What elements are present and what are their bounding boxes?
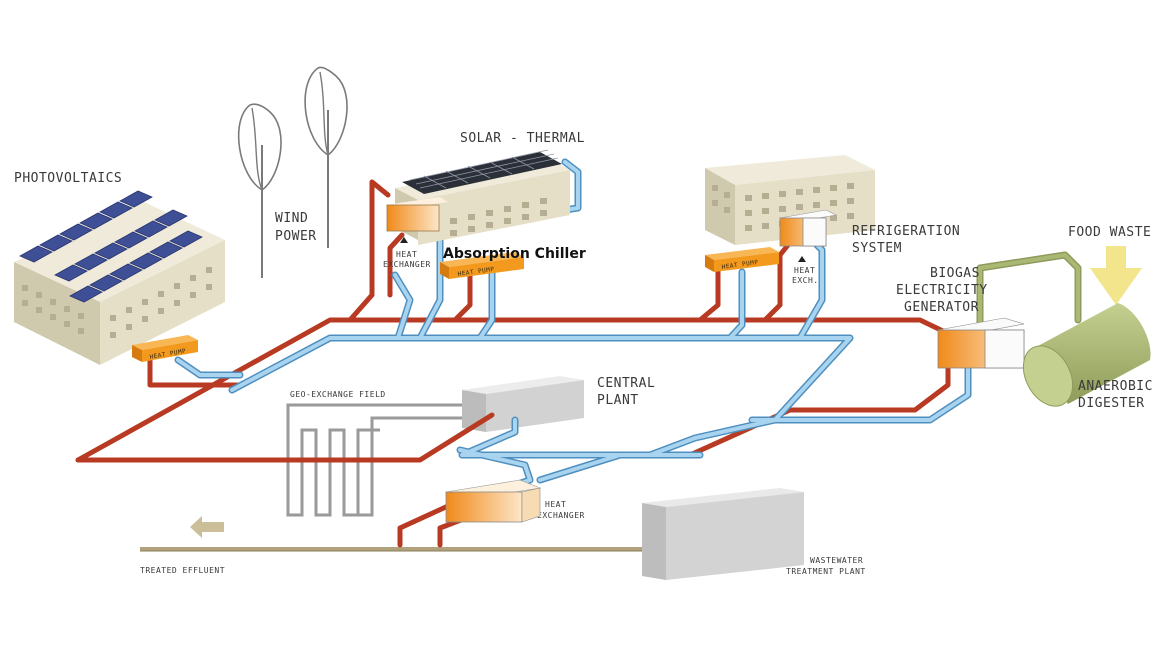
- biogas-generator: [937, 317, 1025, 369]
- wind-turbines: [237, 66, 348, 278]
- solar-thermal-label: SOLAR - THERMAL: [460, 131, 585, 146]
- geo-exchange-field: [286, 403, 462, 517]
- geo-exchange-label: GEO-EXCHANGE FIELD: [290, 390, 386, 399]
- anaerobic-label-line1: ANAEROBIC: [1078, 379, 1153, 394]
- wastewater-label-line2: TREATMENT PLANT: [786, 567, 866, 576]
- solar-thermal-building: [395, 149, 570, 245]
- cold-water-pipes: [174, 158, 972, 504]
- pv-solar-panels: [19, 190, 203, 303]
- refrigeration-label-line2: SYSTEM: [852, 241, 902, 256]
- food-waste-label: FOOD WASTE: [1068, 225, 1151, 240]
- heat-exchanger-bottom: [444, 479, 542, 523]
- heat-pump-pv: [132, 335, 198, 362]
- biogas-pipe-inner: [978, 253, 1080, 332]
- central-plant-label-line1: CENTRAL: [597, 376, 655, 391]
- wastewater-plant: [642, 488, 804, 580]
- central-plant-label-line2: PLANT: [597, 393, 639, 408]
- biogas-label-line2: ELECTRICITY: [896, 283, 988, 298]
- heat-pump-solar: [440, 252, 524, 279]
- wind-power-label-line2: POWER: [275, 229, 317, 244]
- refrigeration-building: [705, 155, 875, 245]
- anaerobic-digester: [1022, 303, 1151, 407]
- heat-exchanger-refrig: [779, 209, 837, 262]
- absorption-chiller-label: Absorption Chiller: [443, 246, 586, 262]
- treated-effluent-label: TREATED EFFLUENT: [140, 566, 225, 575]
- biogas-label-line3: GENERATOR: [904, 300, 979, 315]
- wind-power-label-line1: WIND: [275, 211, 308, 226]
- food-waste-arrow-icon: [1090, 246, 1142, 305]
- refrigeration-label-line1: REFRIGERATION: [852, 224, 960, 239]
- heat-exch-refrig-label-line2: EXCH.: [792, 276, 819, 285]
- heat-exch-refrig-label-line1: HEAT: [794, 266, 815, 275]
- photovoltaics-building: [14, 190, 225, 365]
- thermal-solar-panels: [402, 149, 562, 194]
- photovoltaics-label: PHOTOVOLTAICS: [14, 171, 122, 186]
- heat-exchanger-top-label-line1: HEAT: [396, 250, 417, 259]
- heat-exchanger-bottom-label-line1: HEAT: [545, 500, 566, 509]
- heat-exchanger-top: [385, 197, 448, 243]
- anaerobic-label-line2: DIGESTER: [1078, 396, 1145, 411]
- heat-exchanger-top-label-line2: EXCHANGER: [383, 260, 431, 269]
- effluent-arrow-icon: [190, 516, 224, 538]
- biogas-label-line1: BIOGAS: [930, 266, 980, 281]
- central-plant: [462, 376, 584, 432]
- effluent-line: [140, 547, 650, 552]
- heat-exchanger-bottom-label-line2: EXCHANGER: [537, 511, 585, 520]
- wastewater-label-line1: WASTEWATER: [810, 556, 863, 565]
- heat-pump-refrig: [705, 247, 779, 272]
